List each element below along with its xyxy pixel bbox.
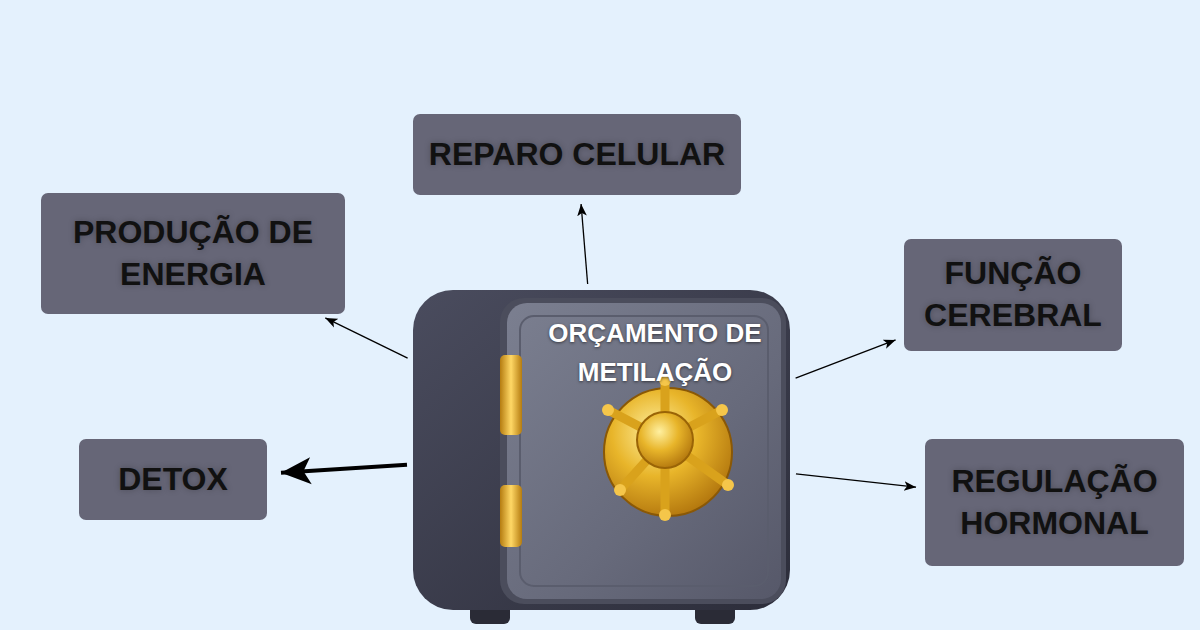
safe-dial: [602, 374, 734, 521]
arrow-connector: [325, 318, 407, 358]
arrow-connector: [281, 465, 407, 473]
safe-label: ORÇAMENTO DE METILAÇÃO: [525, 314, 785, 392]
safe-body: [413, 290, 790, 610]
box-label: FUNÇÃO CEREBRAL: [914, 253, 1112, 336]
safe-node: ORÇAMENTO DE METILAÇÃO: [413, 290, 790, 615]
safe-hinges: [500, 355, 522, 547]
box-label: REPARO CELULAR: [429, 134, 725, 176]
effect-box: FUNÇÃO CEREBRAL: [904, 239, 1122, 351]
box-label: REGULAÇÃO HORMONAL: [935, 461, 1174, 544]
effect-box: PRODUÇÃO DE ENERGIA: [41, 193, 345, 314]
box-label: DETOX: [118, 459, 228, 501]
safe-door-frame: [500, 298, 786, 604]
effect-box: REGULAÇÃO HORMONAL: [925, 439, 1184, 566]
effect-box: DETOX: [79, 439, 267, 520]
arrow-connector: [796, 474, 916, 487]
effect-box: REPARO CELULAR: [413, 114, 741, 195]
arrow-connector: [581, 204, 588, 284]
box-label: PRODUÇÃO DE ENERGIA: [51, 212, 335, 295]
safe-door-inset: [520, 316, 768, 586]
arrow-connector: [796, 340, 896, 378]
